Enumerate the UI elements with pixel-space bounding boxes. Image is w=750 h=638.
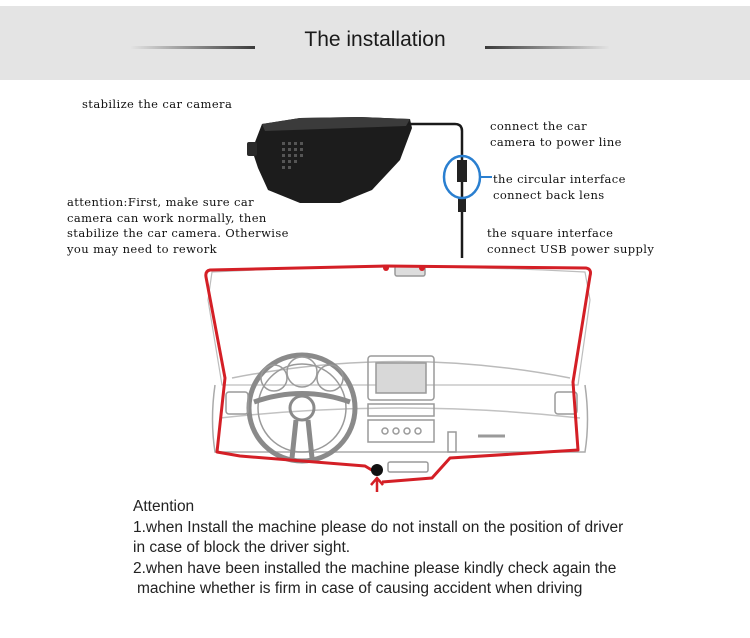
attention-line: 2.when have been installed the machine p…: [133, 559, 617, 577]
page-title: The installation: [304, 28, 446, 51]
label-line: connect USB power supply: [487, 241, 655, 256]
power-cable-route: [204, 264, 592, 484]
label-stabilize-camera: stabilize the car camera: [82, 97, 233, 111]
header-rule-left: [130, 46, 255, 49]
label-line: stabilize the car camera. Otherwise: [67, 226, 289, 240]
header-banner: The installation: [0, 6, 750, 80]
attention-line: 1.when Install the machine please do not…: [133, 518, 624, 536]
attention-line: in case of block the driver sight.: [133, 539, 351, 556]
mirror-mount-point: [419, 265, 425, 271]
label-line: connect the car: [490, 119, 587, 133]
header-rule-right: [485, 46, 610, 49]
attention-notes: Attention 1.when Install the machine ple…: [133, 497, 733, 600]
power-cable: [408, 122, 467, 258]
attention-line: machine whether is firm in case of causi…: [137, 580, 583, 597]
label-circular-interface: the circular interface connect back lens: [493, 172, 626, 203]
car-dashboard-illustration: [207, 265, 591, 473]
label-attention-first: attention:First, make sure car camera ca…: [67, 195, 289, 257]
label-line: attention:First, make sure car: [67, 195, 255, 209]
label-connect-power: connect the car camera to power line: [490, 119, 622, 150]
label-line: connect back lens: [493, 187, 605, 202]
label-line: you may need to rework: [67, 241, 217, 256]
power-socket: [371, 464, 383, 476]
label-line: the square interface: [487, 226, 614, 240]
label-square-interface: the square interface connect USB power s…: [487, 226, 654, 257]
label-line: camera can work normally, then: [67, 210, 267, 225]
dash-camera: [247, 117, 412, 203]
label-line: the circular interface: [493, 172, 626, 186]
power-socket-arrow: [370, 476, 384, 492]
circular-interface-highlight: [442, 154, 482, 200]
label-line: camera to power line: [490, 134, 622, 149]
attention-heading: Attention: [133, 498, 195, 515]
camera-mount-point: [383, 265, 389, 271]
